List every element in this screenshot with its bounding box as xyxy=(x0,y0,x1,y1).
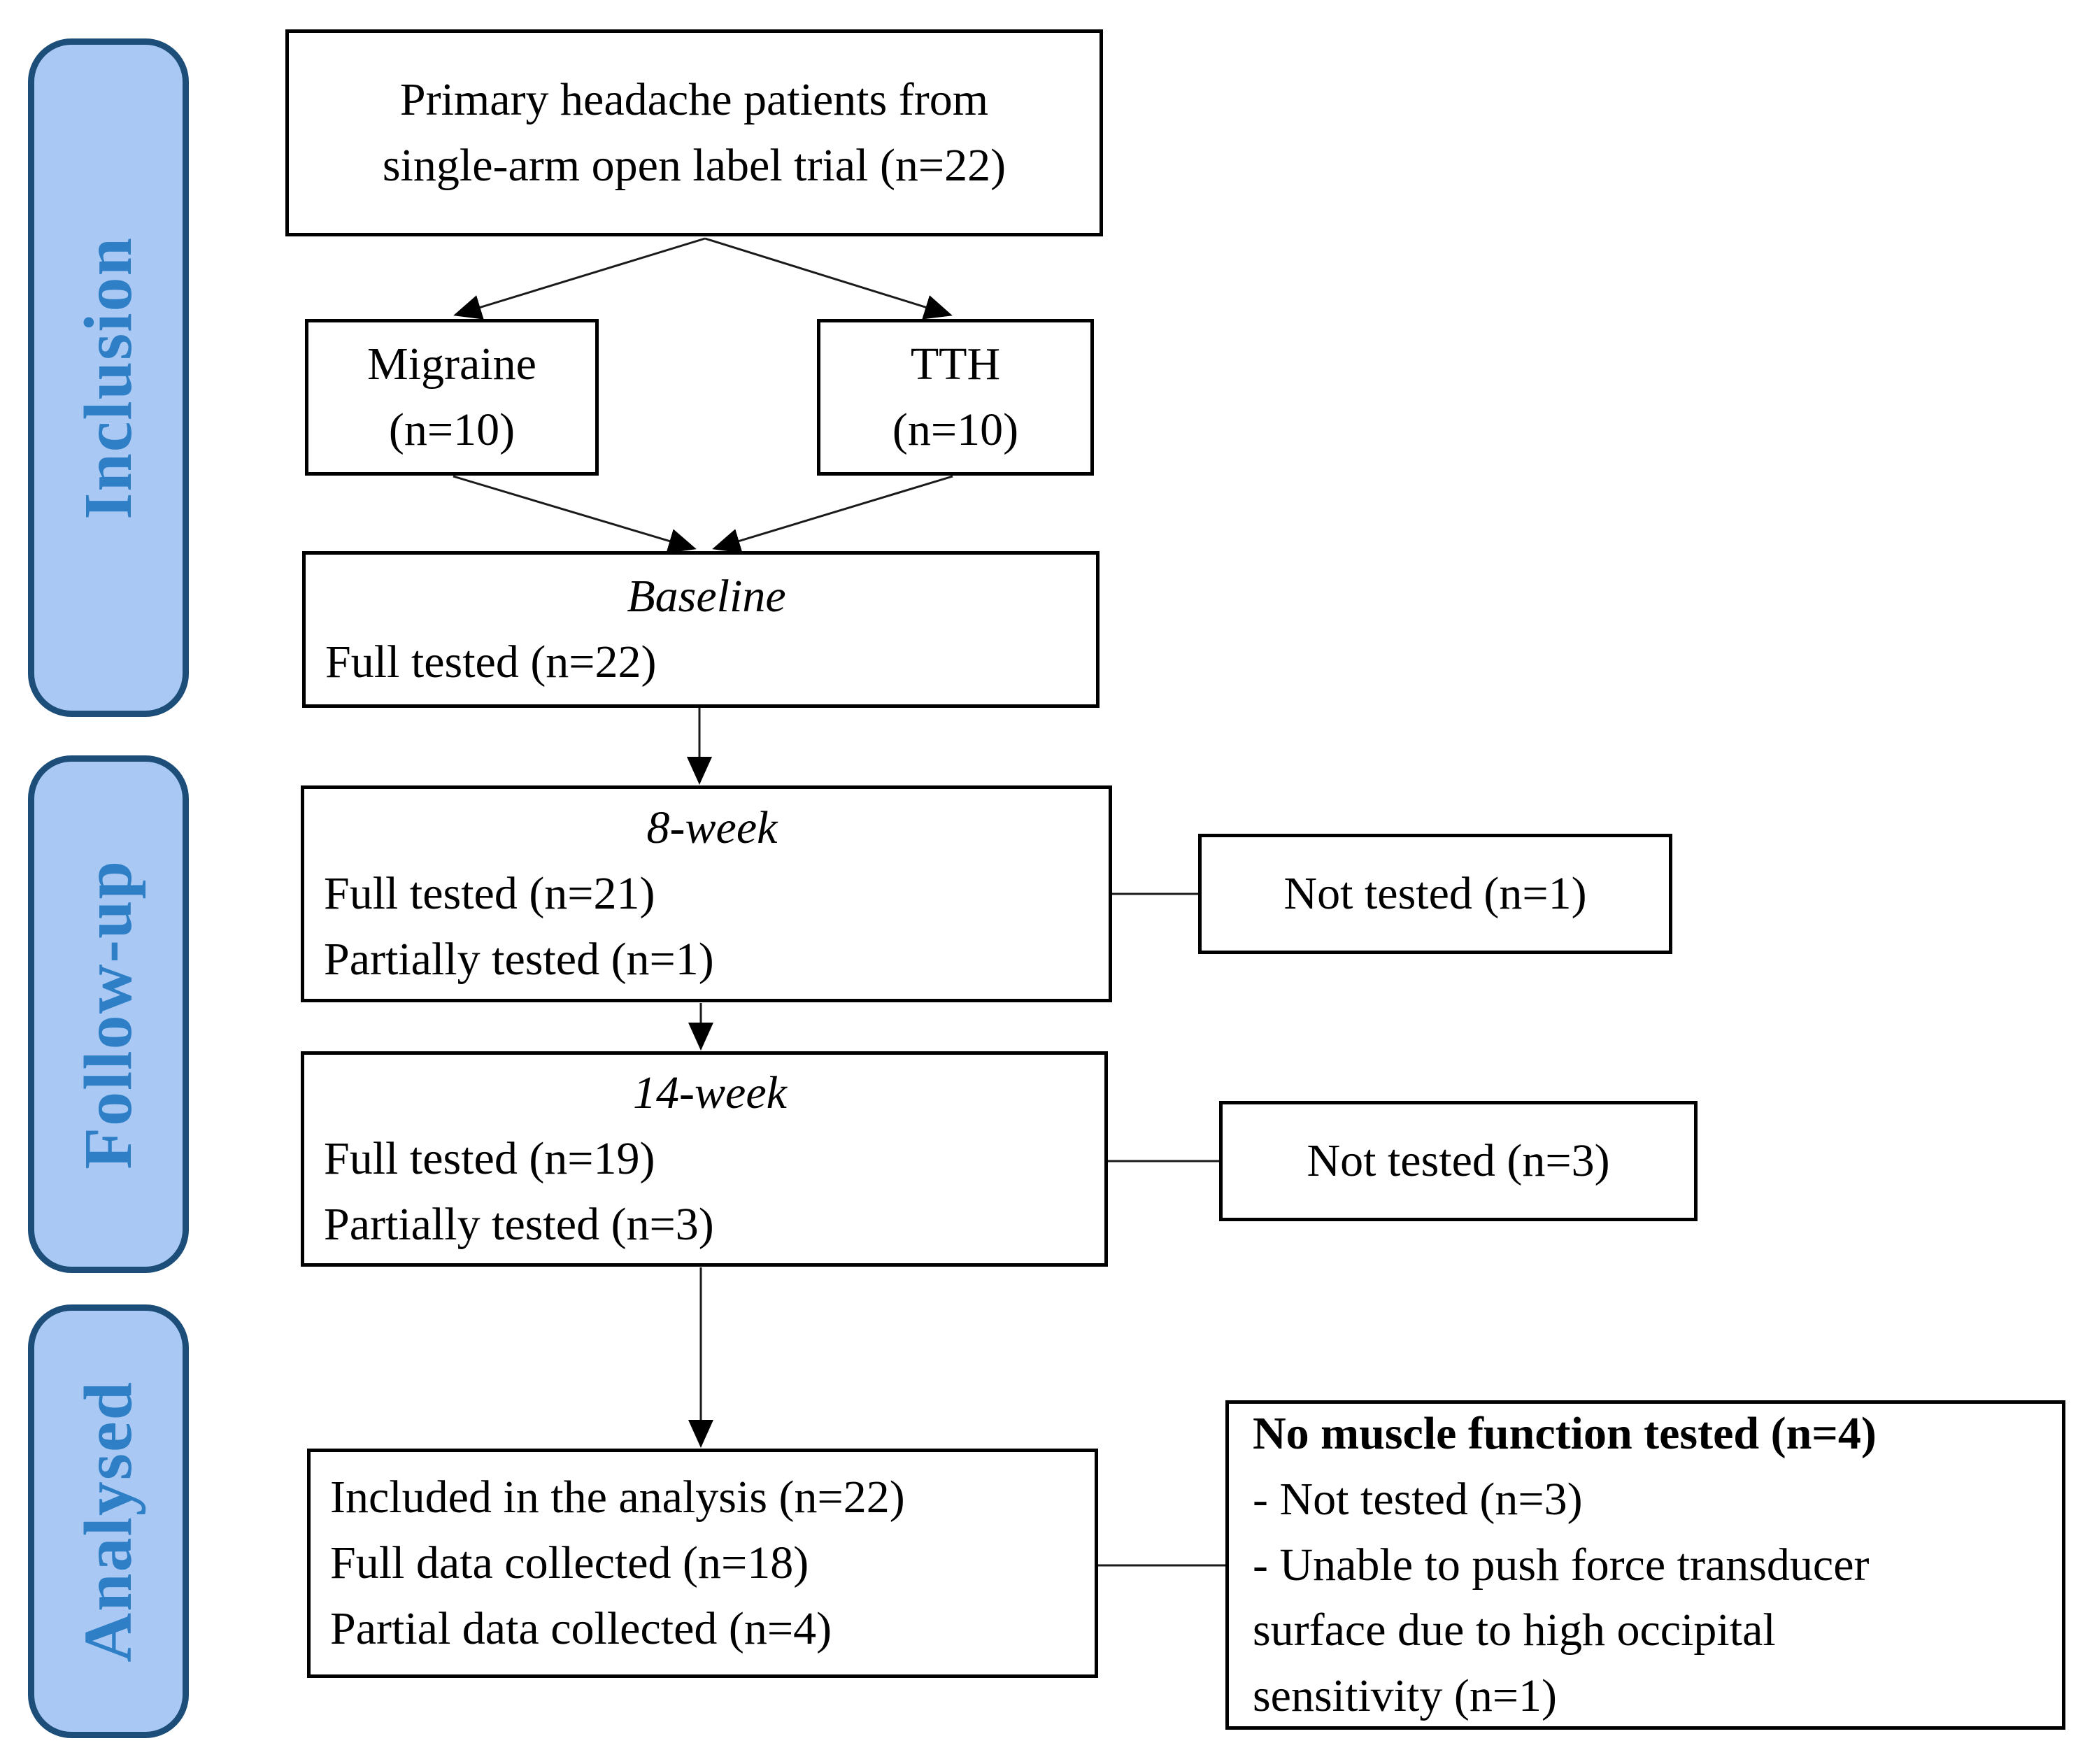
migraine-count: (n=10) xyxy=(388,404,515,455)
source-line-2: single-arm open label trial (n=22) xyxy=(382,140,1006,191)
analysis-full-data: Full data collected (n=18) xyxy=(330,1537,809,1589)
no-muscle-not-tested: - Not tested (n=3) xyxy=(1253,1473,1583,1525)
week8-box: 8-week Full tested (n=21) Partially test… xyxy=(301,785,1112,1002)
analysis-partial-data: Partial data collected (n=4) xyxy=(330,1602,832,1654)
stage-label-inclusion: Inclusion xyxy=(71,236,146,520)
stage-panel-follow-up: Follow-up xyxy=(28,755,189,1273)
week14-box: 14-week Full tested (n=19) Partially tes… xyxy=(301,1051,1108,1267)
week14-full-tested: Full tested (n=19) xyxy=(324,1133,655,1185)
baseline-title: Baseline xyxy=(627,571,786,623)
no-muscle-title: No muscle function tested (n=4) xyxy=(1253,1408,1877,1460)
no-muscle-function-box: No muscle function tested (n=4) - Not te… xyxy=(1225,1400,2065,1730)
stage-panel-analysed: Analysed xyxy=(28,1304,189,1738)
arrow-source-to-tth xyxy=(704,237,953,320)
tth-label: TTH xyxy=(910,339,1001,390)
not-tested-week14-label: Not tested (n=3) xyxy=(1307,1135,1610,1187)
analysis-included: Included in the analysis (n=22) xyxy=(330,1472,905,1523)
stage-label-follow-up: Follow-up xyxy=(71,859,146,1169)
arrow-migraine-to-baseline xyxy=(453,475,697,553)
analysis-box: Included in the analysis (n=22) Full dat… xyxy=(307,1449,1098,1678)
not-tested-week14-box: Not tested (n=3) xyxy=(1219,1101,1698,1221)
week8-full-tested: Full tested (n=21) xyxy=(324,868,655,920)
stage-label-analysed: Analysed xyxy=(71,1380,146,1663)
baseline-full-tested: Full tested (n=22) xyxy=(325,636,657,688)
no-muscle-unable-3: sensitivity (n=1) xyxy=(1253,1670,1558,1722)
stage-panel-inclusion: Inclusion xyxy=(28,38,189,717)
no-muscle-unable-1: - Unable to push force transducer xyxy=(1253,1539,1870,1591)
week14-partially-tested: Partially tested (n=3) xyxy=(324,1198,714,1250)
week8-partially-tested: Partially tested (n=1) xyxy=(324,933,714,985)
migraine-box: Migraine (n=10) xyxy=(305,319,599,476)
not-tested-week8-box: Not tested (n=1) xyxy=(1198,834,1672,954)
source-line-1: Primary headache patients from xyxy=(399,74,989,126)
arrow-source-to-migraine xyxy=(453,237,706,320)
not-tested-week8-label: Not tested (n=1) xyxy=(1283,868,1587,920)
arrow-tth-to-baseline xyxy=(712,475,953,553)
source-population-box: Primary headache patients from single-ar… xyxy=(285,29,1103,236)
tth-count: (n=10) xyxy=(892,404,1019,455)
no-muscle-unable-2: surface due to high occipital xyxy=(1253,1605,1776,1656)
week14-title: 14-week xyxy=(633,1067,787,1119)
tth-box: TTH (n=10) xyxy=(817,319,1094,476)
week8-title: 8-week xyxy=(646,802,778,854)
baseline-box: Baseline Full tested (n=22) xyxy=(302,551,1100,708)
migraine-label: Migraine xyxy=(367,339,536,390)
